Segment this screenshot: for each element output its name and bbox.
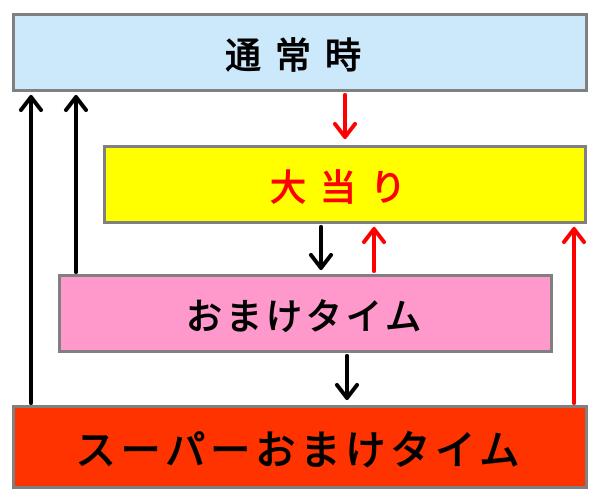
arrow-bonus-to-super-bonus (335, 354, 359, 400)
node-super-bonus-time-label: スーパーおまけタイム (75, 428, 525, 474)
arrow-super-bonus-to-normal (19, 95, 43, 405)
node-super-bonus-time: スーパーおまけタイム (12, 405, 588, 489)
node-normal: 通常時 (12, 13, 588, 92)
arrow-super-bonus-to-jackpot (562, 227, 586, 405)
arrow-bonus-to-jackpot (362, 227, 386, 273)
arrow-bonus-to-normal (64, 95, 88, 274)
node-normal-label: 通常時 (224, 35, 375, 77)
node-jackpot: 大当り (103, 145, 587, 224)
node-bonus-time: おまけタイム (58, 274, 553, 353)
node-bonus-time-label: おまけタイム (185, 296, 426, 338)
arrow-jackpot-to-bonus (309, 225, 333, 270)
node-jackpot-label: 大当り (269, 167, 420, 209)
arrow-normal-to-jackpot (333, 93, 357, 139)
